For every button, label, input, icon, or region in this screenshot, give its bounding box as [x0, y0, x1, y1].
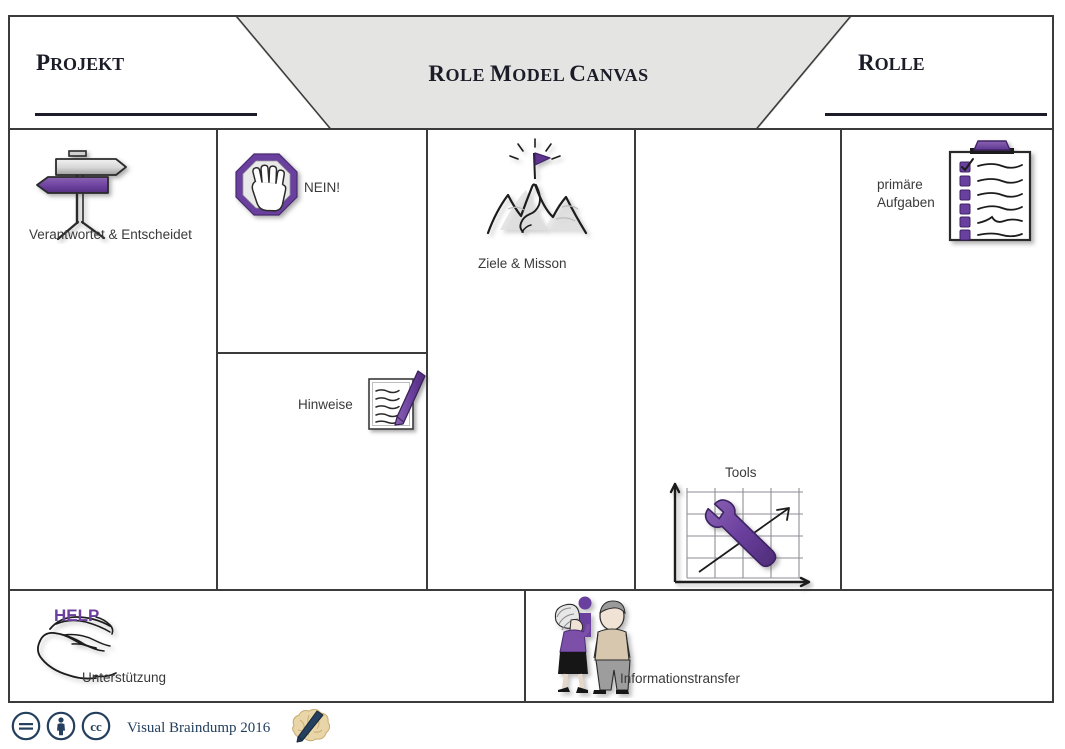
rolle-label: ROLLE: [858, 50, 925, 75]
canvas-header: PROJEKT ROLE MODEL CANVAS ROLLE: [10, 17, 1052, 130]
two-people-info-icon: [542, 594, 652, 703]
nein-label: NEIN!: [304, 180, 341, 195]
creative-commons-icons: cc: [11, 711, 111, 746]
bottom-row-divider: [524, 591, 526, 703]
grid-divider-3: [634, 130, 636, 589]
svg-text:cc: cc: [90, 719, 102, 734]
cell-tools[interactable]: Tools: [636, 130, 840, 589]
footer-credit: Visual Braindump 2016: [127, 719, 271, 736]
help-text: HELP: [54, 606, 99, 625]
aufgaben-label-line1: primäre: [877, 177, 923, 192]
projekt-fill-line[interactable]: [35, 113, 257, 116]
cc-by-icon[interactable]: [46, 711, 76, 746]
cell-unterstuetzung[interactable]: HELP Unterstützung: [10, 591, 524, 703]
header-trapezoid-shape: [235, 17, 852, 128]
cc-icon[interactable]: cc: [81, 711, 111, 746]
cell-nein[interactable]: NEIN!: [218, 130, 426, 354]
cell-hinweise[interactable]: Hinweise: [218, 354, 426, 589]
rolle-fill-line[interactable]: [825, 113, 1047, 116]
brain-pen-logo: [286, 708, 332, 749]
notepad-pen-icon: [363, 367, 431, 442]
wrench-chart-icon: [663, 478, 815, 601]
helping-hands-icon: HELP: [32, 599, 162, 702]
hinweise-label: Hinweise: [298, 397, 353, 412]
cc-nd-icon[interactable]: [11, 711, 41, 746]
signpost-icon: [28, 142, 140, 249]
role-model-canvas: PROJEKT ROLE MODEL CANVAS ROLLE: [8, 15, 1054, 703]
informationstransfer-label: Informationstransfer: [620, 671, 741, 686]
mountain-flag-icon: [470, 135, 602, 258]
stop-hand-icon: [234, 152, 304, 229]
cell-verantwortet-entscheidet[interactable]: Verantwortet & Entscheidet: [10, 130, 216, 589]
verantwortet-label: Verantwortet & Entscheidet: [29, 227, 192, 242]
cell-ziele-misson[interactable]: Ziele & Misson: [428, 130, 634, 589]
page-footer: cc Visual Braindump 2016: [8, 708, 1054, 748]
aufgaben-label-line2: Aufgaben: [877, 195, 935, 211]
projekt-label: PROJEKT: [36, 50, 125, 75]
grid-divider-1: [216, 130, 218, 589]
cell-informationstransfer[interactable]: Informationstransfer: [526, 591, 1056, 703]
canvas-title: ROLE MODEL CANVAS: [428, 61, 649, 86]
canvas-bottom-row: HELP Unterstützung: [10, 589, 1052, 705]
unterstuetzung-label: Unterstützung: [82, 670, 167, 685]
grid-divider-4: [840, 130, 842, 589]
grid-divider-2: [426, 130, 428, 589]
canvas-body-grid: Verantwortet & Entscheidet: [10, 130, 1052, 589]
tools-label: Tools: [725, 465, 757, 480]
ziele-label: Ziele & Misson: [478, 256, 567, 271]
clipboard-checklist-icon: [944, 138, 1044, 255]
